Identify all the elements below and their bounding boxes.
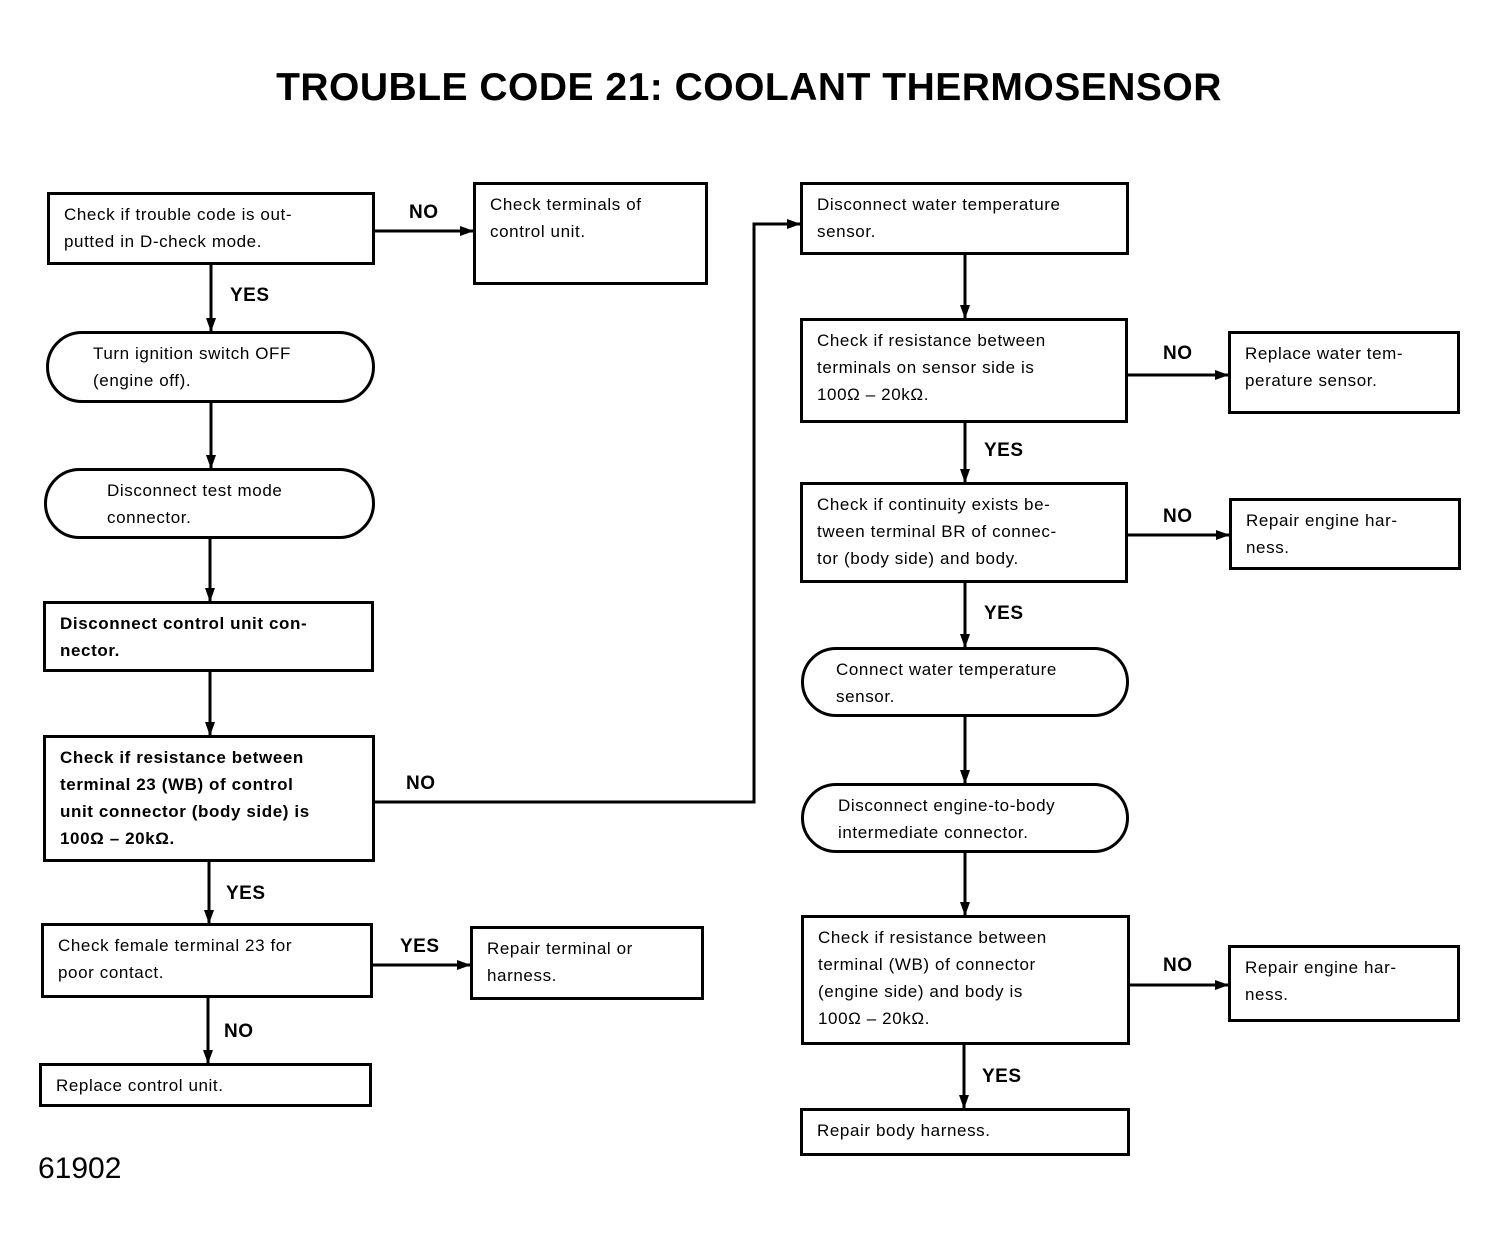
step-disconnect-test-mode: Disconnect test mode connector.	[44, 468, 375, 539]
step-check-resistance-terminal-wb-engine: Check if resistance between terminal (WB…	[801, 915, 1130, 1045]
label-yes-sensor: YES	[984, 440, 1024, 461]
label-no-terminal-23: NO	[406, 773, 436, 794]
step-replace-control-unit: Replace control unit.	[39, 1063, 372, 1107]
label-no-female: NO	[224, 1021, 254, 1042]
step-check-resistance-terminal-23: Check if resistance between terminal 23 …	[43, 735, 375, 862]
step-connect-water-temp-sensor: Connect water temperature sensor.	[801, 647, 1129, 717]
step-replace-water-temp-sensor: Replace water tem- perature sensor.	[1228, 331, 1460, 414]
step-repair-engine-harness-2: Repair engine har- ness.	[1228, 945, 1460, 1022]
step-ignition-off: Turn ignition switch OFF (engine off).	[46, 331, 375, 403]
step-disconnect-control-unit-connector: Disconnect control unit con- nector.	[43, 601, 374, 672]
arrow-rest23-to-discwts	[374, 219, 801, 804]
figure-number: 61902	[38, 1152, 122, 1185]
label-yes-wb-engine: YES	[982, 1066, 1022, 1087]
step-check-continuity-terminal-br: Check if continuity exists be- tween ter…	[800, 482, 1128, 583]
step-repair-body-harness: Repair body harness.	[800, 1108, 1130, 1156]
step-repair-engine-harness-1: Repair engine har- ness.	[1229, 498, 1461, 570]
label-yes-terminal-23: YES	[226, 883, 266, 904]
label-no-wb-engine: NO	[1163, 955, 1193, 976]
label-no-sensor: NO	[1163, 343, 1193, 364]
label-yes-dcheck: YES	[230, 285, 270, 306]
step-disconnect-water-temp-sensor: Disconnect water temperature sensor.	[800, 182, 1129, 255]
step-check-female-terminal-23: Check female terminal 23 for poor contac…	[41, 923, 373, 998]
step-disconnect-intermediate-connector: Disconnect engine-to-body intermediate c…	[801, 783, 1129, 853]
diagram-title: TROUBLE CODE 21: COOLANT THERMOSENSOR	[276, 66, 1222, 109]
step-check-dcheck: Check if trouble code is out- putted in …	[47, 192, 375, 265]
label-no-dcheck: NO	[409, 202, 439, 223]
step-repair-terminal-or-harness: Repair terminal or harness.	[470, 926, 704, 1000]
label-yes-female: YES	[400, 936, 440, 957]
label-no-continuity: NO	[1163, 506, 1193, 527]
step-check-terminals-control-unit: Check terminals of control unit.	[473, 182, 708, 285]
label-yes-continuity: YES	[984, 603, 1024, 624]
step-check-resistance-sensor-side: Check if resistance between terminals on…	[800, 318, 1128, 423]
